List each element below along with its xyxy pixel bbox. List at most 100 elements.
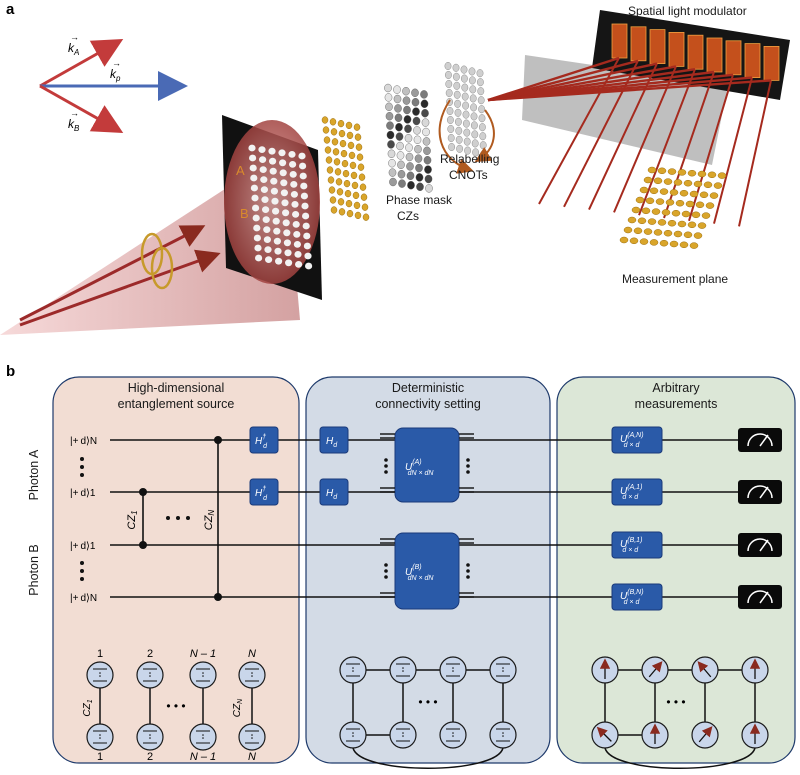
aperture-dot [252, 204, 260, 212]
unitary-gate-b: U(B)dN × dN [394, 532, 460, 610]
relabel-pixel [445, 79, 453, 88]
detector-icon [738, 533, 782, 557]
relabel-pixel [479, 132, 487, 141]
relabel-pixel [456, 144, 463, 153]
unitary-wire-stubs [380, 433, 474, 598]
measurement-unitary [611, 426, 663, 454]
aperture-dot [280, 189, 288, 197]
relabel-pixel [446, 106, 454, 115]
graph-top-label-n-1: N – 1 [190, 648, 216, 660]
measurement-unitary [611, 478, 663, 506]
slm-out-beam [638, 68, 696, 216]
svg-text:→: → [70, 32, 79, 42]
phase-pixel [405, 143, 413, 152]
phase-pixel [403, 105, 411, 115]
aperture-dot [250, 174, 258, 182]
relabel-pixel [461, 92, 469, 101]
kA-label: kA [68, 41, 79, 57]
mode-pixel [343, 179, 351, 188]
relabel-pixel [444, 70, 452, 79]
phase-pixel [411, 88, 419, 98]
aperture-dot [258, 146, 266, 154]
mode-pixel [331, 138, 339, 146]
aperture-dot [280, 179, 288, 187]
mode-pixel [330, 128, 338, 136]
mode-pixel [322, 126, 330, 134]
phase-mask-label-2: CZs [397, 209, 419, 223]
h-gate-a-N: Hd [319, 426, 349, 454]
czN-label: CZN [203, 510, 216, 531]
mode-pixel [345, 121, 353, 130]
relabel-pixel [462, 119, 470, 128]
measurement-pixel [667, 168, 677, 175]
aperture-dot [285, 259, 293, 267]
phase-pixel [421, 118, 430, 127]
aperture-dot [302, 212, 310, 220]
slm-cell [763, 46, 780, 81]
mode-pixel [347, 141, 355, 150]
measurement-pixel [683, 179, 693, 187]
photon-b-label: Photon B [27, 544, 41, 595]
slm-cell [744, 43, 761, 78]
measurement-unitary-label: U(A,N)d × d [620, 432, 644, 449]
slm-cell [630, 26, 647, 62]
measurement-pixel [667, 219, 677, 227]
mode-pixel [354, 211, 362, 220]
aperture-dot [275, 257, 283, 265]
measurement-pixel [687, 169, 697, 177]
relabel-pixel [461, 83, 469, 92]
relabel-pixel [460, 74, 468, 83]
graph-node [189, 661, 217, 689]
phase-pixel [413, 126, 421, 135]
measurement-pixel [643, 176, 653, 184]
panel-a-label: a [6, 1, 15, 18]
measurement-pixel [659, 239, 669, 247]
measurement-pixel [709, 192, 719, 199]
svg-text:Hd: Hd [326, 488, 338, 501]
measurement-title-1: Arbitrary [652, 381, 700, 395]
measurement-pixel [689, 242, 699, 249]
aperture-label-a: A [236, 163, 245, 178]
relabel-pixel [471, 130, 479, 139]
aperture-dot [303, 232, 311, 240]
kp-label: kp [110, 67, 121, 83]
phase-pixel [406, 171, 415, 181]
aperture-dot [289, 161, 297, 168]
phase-pixel [398, 179, 406, 188]
phase-pixel [384, 83, 392, 93]
phase-pixel [414, 144, 422, 154]
relabel-pixel [445, 88, 453, 97]
mode-pixel [328, 186, 336, 194]
mode-pixel [332, 148, 340, 156]
aperture-dot [269, 167, 277, 175]
measurement-pixel [695, 201, 705, 209]
aperture-dot [260, 176, 268, 184]
aperture-dot [279, 169, 287, 177]
measurement-unitary [611, 531, 663, 559]
measurement-pixel [669, 240, 679, 248]
relabel-pixel [453, 81, 461, 90]
slm-cell [725, 40, 742, 76]
slm-beam [487, 56, 620, 102]
phase-mask-pixels [384, 83, 433, 193]
measurement-pixel [703, 181, 713, 189]
mode-pixel [353, 201, 361, 210]
graph-ellipsis-measure: • • • [666, 695, 685, 709]
measurement-pixel [663, 178, 673, 185]
phase-pixel [396, 151, 405, 160]
measurement-pixel [649, 239, 659, 246]
phase-pixel [394, 113, 403, 123]
measurement-pixel [699, 191, 709, 199]
relabel-pixel [468, 76, 476, 85]
phase-pixel [424, 174, 433, 184]
measurement-unitaries: U(A,N)d × dU(A,1)d × dU(B,1)d × dU(B,N)d… [611, 426, 663, 611]
mode-pixel [329, 196, 337, 204]
graph-bottom-label-2: 2 [147, 751, 153, 763]
measurement-pixel [685, 200, 695, 208]
phase-pixel [397, 160, 405, 170]
emission-cone: A B [0, 115, 322, 335]
relabel-pixel [463, 137, 471, 146]
aperture-dot [290, 181, 298, 188]
mode-pixel [352, 191, 360, 200]
measurement-pixel [643, 228, 653, 235]
